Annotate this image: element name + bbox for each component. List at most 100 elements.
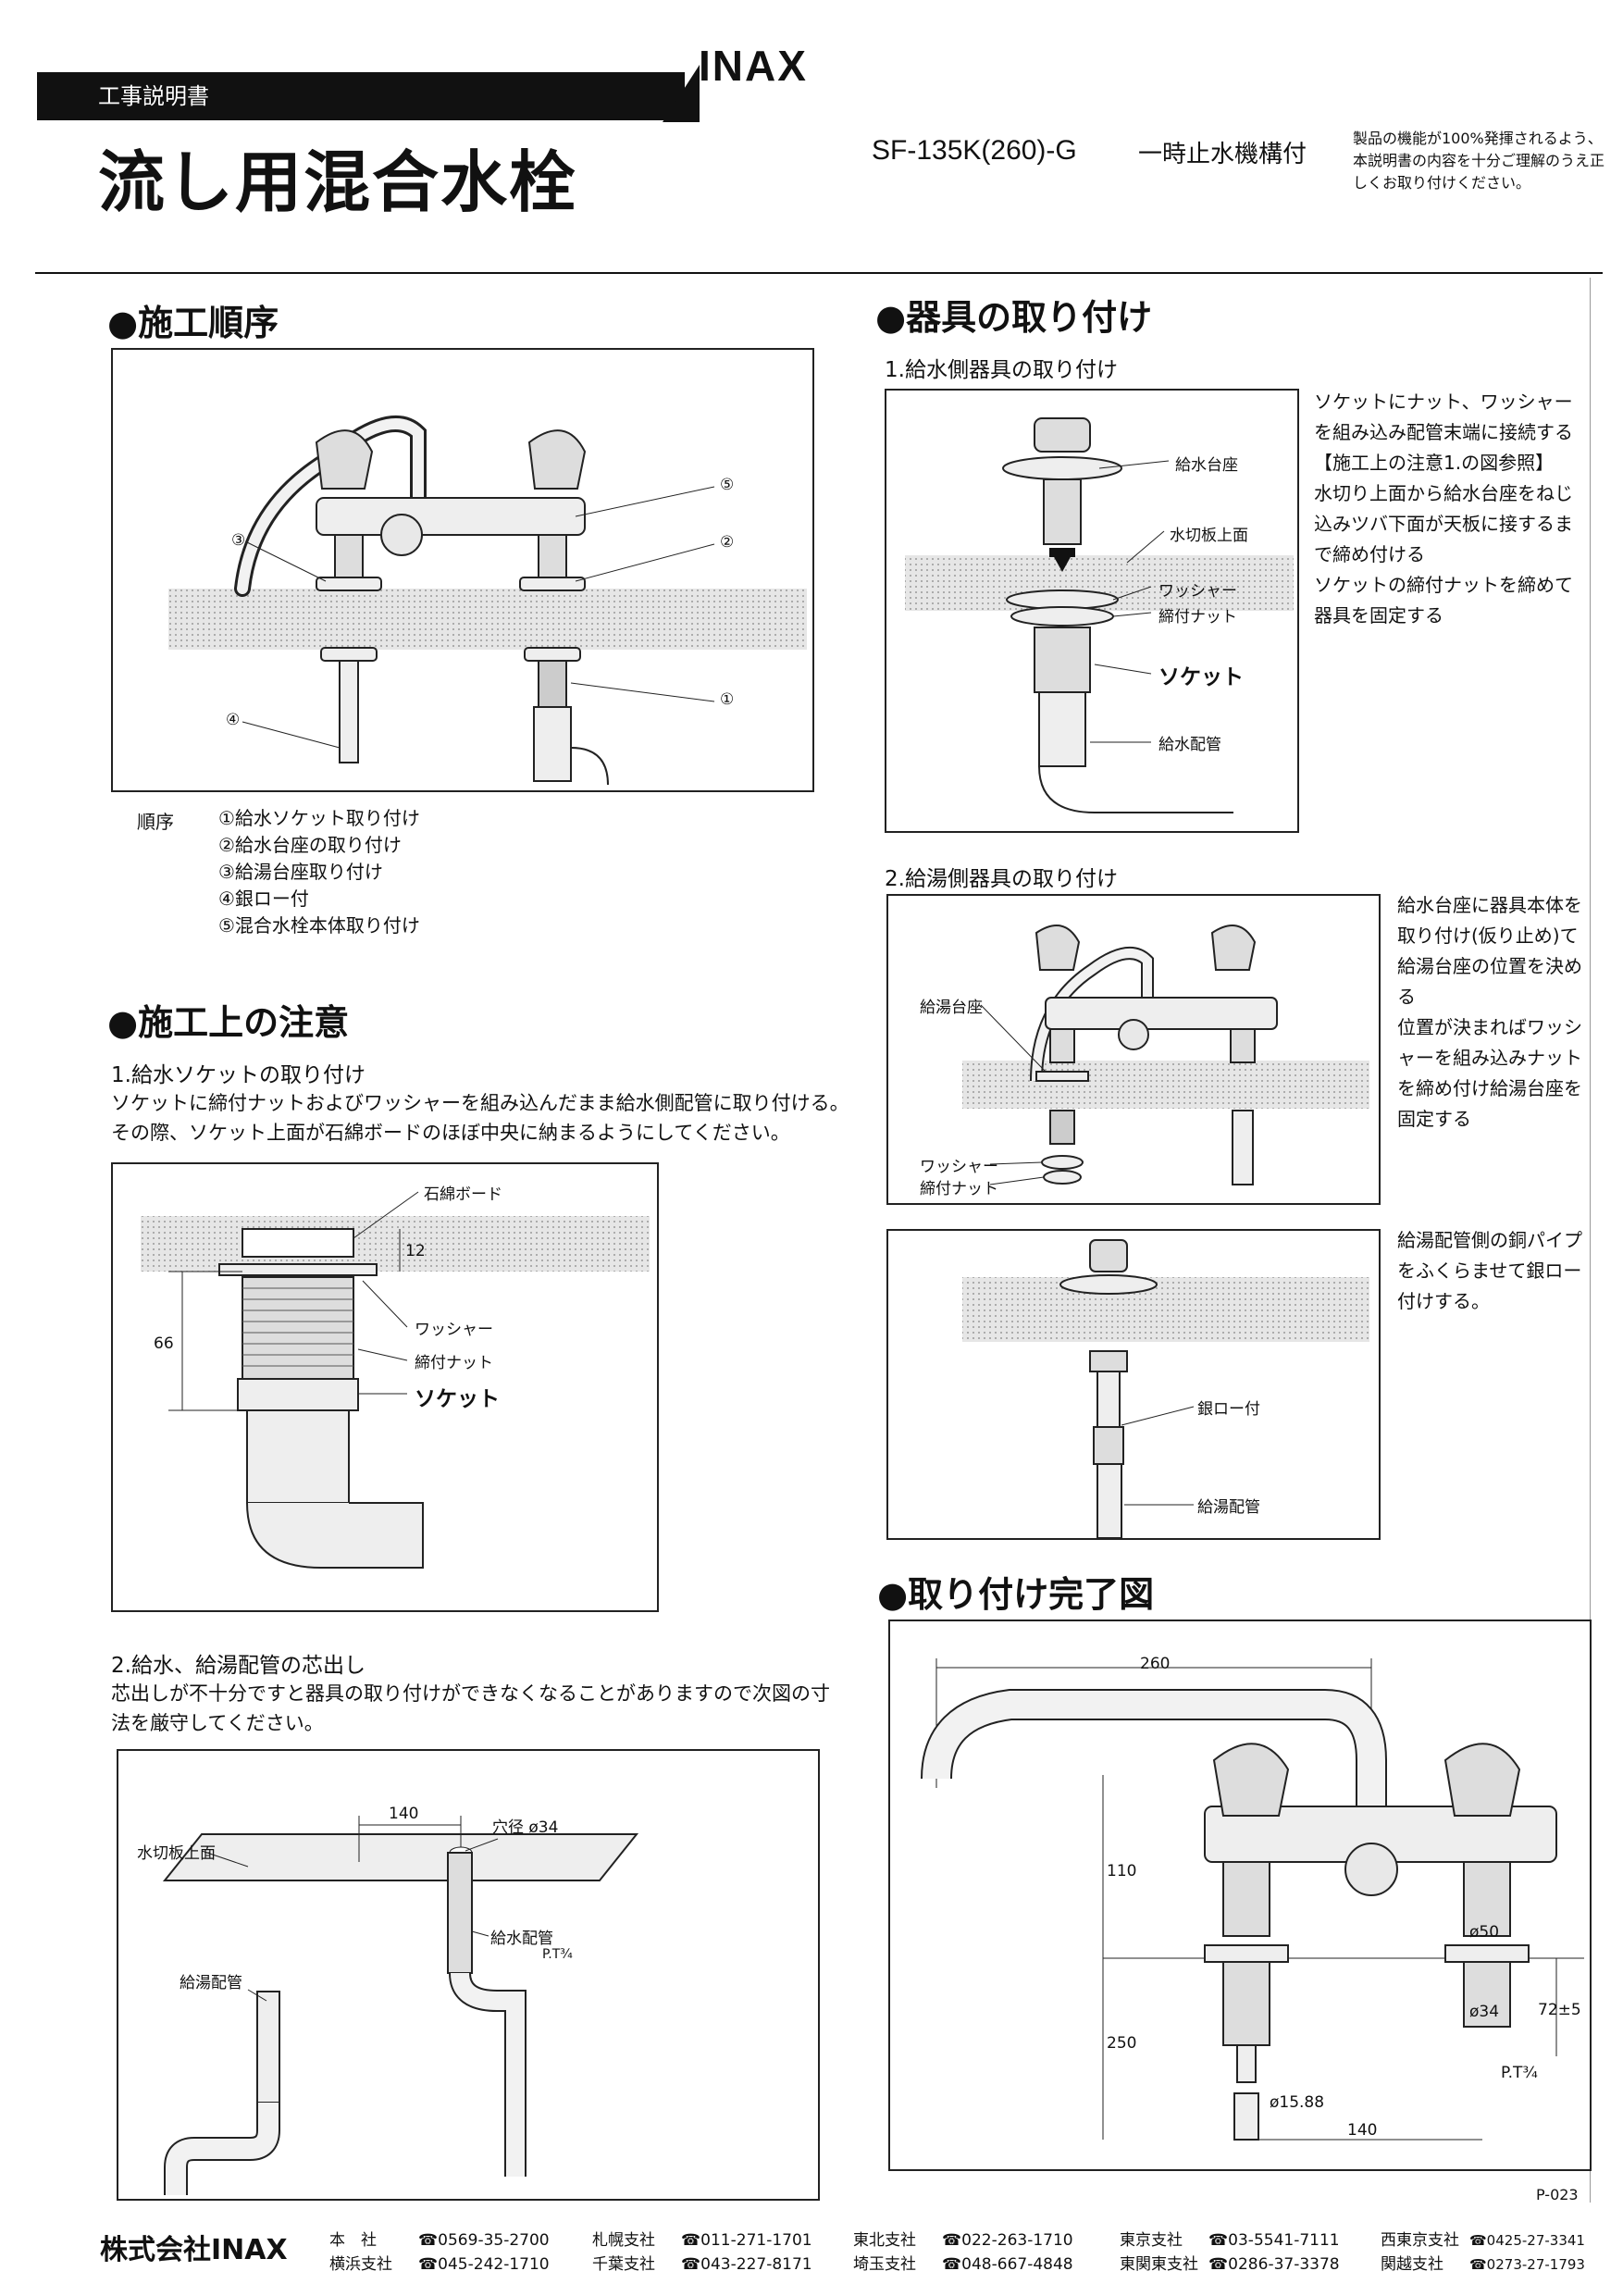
callout-2: ② [720,533,735,552]
callout-5: ⑤ [720,476,735,494]
label-plate-top: 水切板上面 [1170,527,1248,545]
dim-72: 72±5 [1538,2001,1581,2019]
step-item: ②給水台座の取り付け [218,834,402,856]
precaution-1-title: 1.給水ソケットの取り付け [111,1063,365,1087]
office-name: 札幌支社 [592,2231,655,2250]
label-pt: P.T¾ [542,1947,573,1962]
brazing-figure: 銀ロー付 給湯配管 [886,1229,1381,1540]
brand-logo: INAX [699,42,808,90]
note-line: 水切り上面から給水台座をねじ [1314,482,1573,504]
office-phone: ☎03-5541-7111 [1208,2231,1340,2250]
steps-label: 順序 [137,811,174,833]
supply-fixture-figure: 給水台座 水切板上面 ワッシャー 締付ナット ソケット 給水配管 [885,389,1299,833]
note-line: をふくらませて銀ロー [1397,1260,1582,1282]
note-line: 付けする。 [1397,1290,1490,1312]
supply-fixture-notes: ソケットにナット、ワッシャー を組み込み配管末端に接続する 【施工上の注意1.の… [1314,387,1573,631]
label-hot-base: 給湯台座 [920,999,983,1017]
construction-order-heading: ●施工順序 [107,303,279,343]
dim-50: ø50 [1469,1923,1500,1942]
note-line: 器具を固定する [1314,604,1443,627]
label-board: 石綿ボード [424,1185,502,1204]
right-margin-line [1590,278,1591,2203]
office-name: 横浜支社 [329,2255,392,2274]
dim-66: 66 [154,1334,174,1353]
dim-250: 250 [1107,2034,1137,2053]
note-line: 給湯配管側の銅パイプ [1397,1229,1582,1251]
office-name: 東北支社 [853,2231,916,2250]
label-supply-pipe: 給水配管 [490,1930,553,1948]
label-hot-pipe: 給湯配管 [180,1974,242,1992]
fixture-heading: ●器具の取り付け [875,297,1153,338]
office-name: 東関東支社 [1120,2255,1198,2274]
dim-110: 110 [1107,1862,1137,1880]
label-hole: 穴径 ø34 [492,1818,559,1837]
label-nut: 締付ナット [920,1180,998,1198]
model-feature: 一時止水機構付 [1138,141,1307,168]
office-phone: ☎0286-37-3378 [1208,2255,1340,2274]
precaution-2-title: 2.給水、給湯配管の芯出し [111,1654,365,1678]
label-plate-top: 水切板上面 [137,1844,216,1863]
precaution-2-text-2: 法を厳守してください。 [111,1712,324,1734]
step-item: ①給水ソケット取り付け [218,807,420,829]
dim-12: 12 [405,1242,426,1260]
step-item: ⑤混合水栓本体取り付け [218,914,420,937]
note-line: 固定する [1397,1108,1471,1130]
office-phone: ☎0425-27-3341 [1469,2232,1585,2249]
label-socket: ソケット [415,1387,500,1411]
precaution-1-text-1: ソケットに締付ナットおよびワッシャーを組み込んだまま給水側配管に取り付ける。 [111,1092,849,1114]
office-phone: ☎022-263-1710 [942,2231,1073,2250]
page-code: P-023 [1536,2186,1579,2203]
office-phone: ☎011-271-1701 [681,2231,812,2250]
socket-figure: 石綿ボード 12 66 ワッシャー 締付ナット ソケット [111,1162,659,1612]
banner-notch [663,65,700,122]
label-supply-base: 給水台座 [1175,456,1238,475]
note-line: 給湯台座の位置を決め [1397,955,1582,977]
fixture-1-title: 1.給水側器具の取り付け [885,358,1118,382]
office-name: 関越支社 [1381,2255,1443,2274]
note-line: ソケットにナット、ワッシャー [1314,391,1573,413]
label-nut: 締付ナット [1158,608,1237,627]
doc-type-label: 工事説明書 [98,83,209,109]
complete-figure: 260 110 ø50 250 ø34 72±5 P.T¾ ø15.88 140 [888,1620,1592,2171]
step-item: ④銀ロー付 [218,887,309,910]
hot-fixture-figure: 給湯台座 ワッシャー 締付ナット [886,894,1381,1205]
note-line: 位置が決まればワッシ [1397,1016,1582,1038]
label-brazing: 銀ロー付 [1197,1400,1260,1419]
dim-140: 140 [1347,2121,1378,2140]
construction-order-figure: ③ ④ ⑤ ② ① [111,348,814,792]
header-divider [35,272,1603,274]
dim-34: ø34 [1469,2003,1500,2021]
label-washer: ワッシャー [920,1158,998,1176]
piping-figure: 水切板上面 140 穴径 ø34 給水配管 P.T¾ 給湯配管 [117,1749,820,2201]
office-name: 本 社 [329,2231,377,2250]
callout-4: ④ [226,711,241,729]
label-socket: ソケット [1158,665,1244,689]
note-line: 給水台座に器具本体を [1397,894,1582,916]
note-line: を組み込み配管末端に接続する [1314,421,1573,443]
dim-pt: P.T¾ [1501,2064,1538,2082]
office-phone: ☎045-242-1710 [418,2255,550,2274]
dim-260: 260 [1140,1655,1171,1673]
fixture-2-title: 2.給湯側器具の取り付け [885,867,1118,891]
office-phone: ☎043-227-8171 [681,2255,812,2274]
dim-140: 140 [389,1805,419,1823]
precaution-1-text-2: その際、ソケット上面が石綿ボードのほぼ中央に納まるようにしてください。 [111,1122,790,1144]
steps-list: ①給水ソケット取り付け ②給水台座の取り付け ③給湯台座取り付け ④銀ロー付 ⑤… [218,805,420,939]
note-line: ソケットの締付ナットを締めて [1314,574,1573,596]
office-phone: ☎048-667-4848 [942,2255,1073,2274]
page-title: 流し用混合水栓 [98,143,578,221]
office-phone: ☎0273-27-1793 [1469,2256,1585,2273]
label-washer: ワッシャー [1158,582,1237,601]
precaution-2-text-1: 芯出しが不十分ですと器具の取り付けができなくなることがありますので次図の寸 [111,1682,830,1705]
company-name: 株式会社INAX [100,2234,288,2266]
note-line: で締め付ける [1314,543,1425,565]
label-supply-pipe: 給水配管 [1158,736,1221,754]
office-name: 埼玉支社 [853,2255,916,2274]
dim-1588: ø15.88 [1270,2093,1325,2112]
precautions-heading: ●施工上の注意 [107,1002,350,1043]
model-number: SF-135K(260)-G [872,135,1077,166]
callout-1: ① [720,690,735,709]
doc-type-banner: 工事説明書 [37,72,685,120]
note-line: 【施工上の注意1.の図参照】 [1314,452,1555,474]
office-name: 千葉支社 [592,2255,655,2274]
